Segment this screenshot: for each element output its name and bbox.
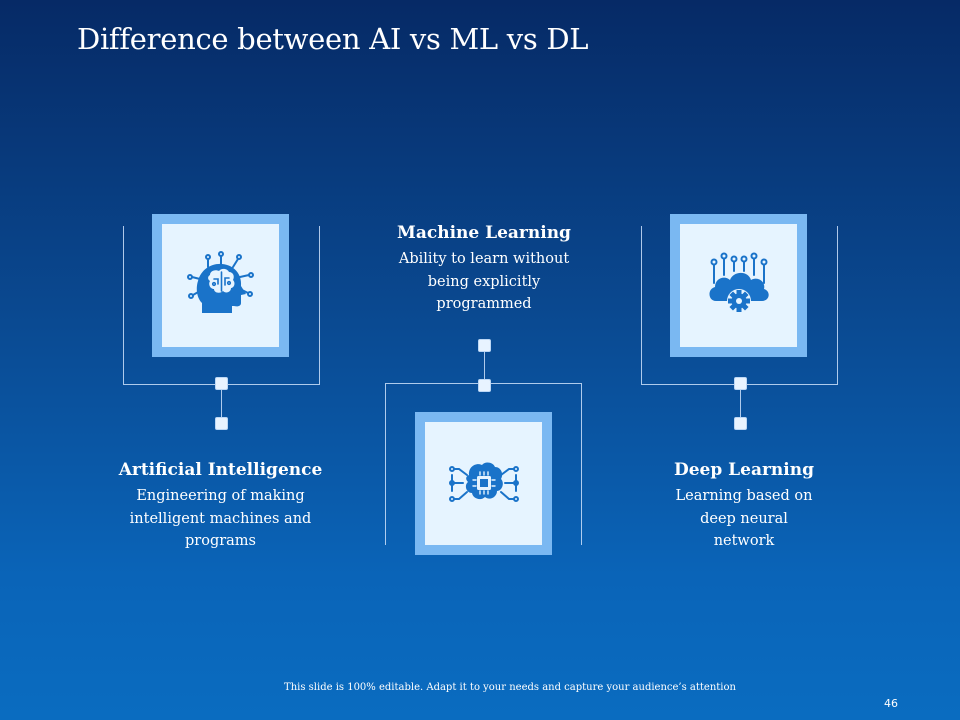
- brain-chip-icon: [448, 462, 519, 502]
- ai-icon-panel: [162, 224, 279, 347]
- ai-node-top: [215, 377, 228, 390]
- ml-node-bottom: [478, 379, 491, 392]
- slide-title: Difference between AI vs ML vs DL: [77, 22, 589, 56]
- ai-desc-line: Engineering of making: [136, 488, 305, 504]
- ml-icon-frame: [415, 412, 552, 555]
- dl-heading: Deep Learning: [674, 460, 814, 480]
- ml-description: Ability to learn without being explicitl…: [374, 248, 594, 316]
- ai-text-block: Artificial Intelligence Engineering of m…: [100, 460, 341, 553]
- dl-icon-panel: [680, 224, 797, 347]
- dl-desc-line: network: [713, 533, 775, 549]
- ml-connector-line: [484, 346, 485, 386]
- dl-description: Learning based on deep neural network: [634, 485, 854, 553]
- dl-node-bottom: [734, 417, 747, 430]
- ml-icon-panel: [425, 422, 542, 545]
- dl-desc-line: deep neural: [700, 510, 788, 527]
- ai-desc-line: programs: [185, 533, 256, 549]
- dl-connector-line: [740, 384, 741, 424]
- ml-desc-line: programmed: [436, 296, 532, 312]
- ai-connector-line: [221, 384, 222, 424]
- ml-desc-line: Ability to learn without: [398, 251, 570, 267]
- ai-icon-frame: [152, 214, 289, 357]
- dl-icon-frame: [670, 214, 807, 357]
- ml-heading: Machine Learning: [397, 223, 571, 243]
- cloud-gear-icon: [708, 252, 769, 313]
- ml-node-top: [478, 339, 491, 352]
- ai-node-bottom: [215, 417, 228, 430]
- page-number: 46: [884, 697, 898, 710]
- ml-desc-line: being explicitly: [427, 273, 541, 290]
- dl-node-top: [734, 377, 747, 390]
- footer-note: This slide is 100% editable. Adapt it to…: [284, 682, 736, 693]
- ml-text-block: Machine Learning Ability to learn withou…: [374, 223, 594, 316]
- dl-text-block: Deep Learning Learning based on deep neu…: [634, 460, 854, 553]
- ai-heading: Artificial Intelligence: [118, 460, 323, 480]
- brain-head-icon: [186, 250, 254, 313]
- ai-desc-line: intelligent machines and: [129, 510, 312, 527]
- dl-desc-line: Learning based on: [675, 488, 813, 504]
- ai-description: Engineering of making intelligent machin…: [100, 485, 341, 553]
